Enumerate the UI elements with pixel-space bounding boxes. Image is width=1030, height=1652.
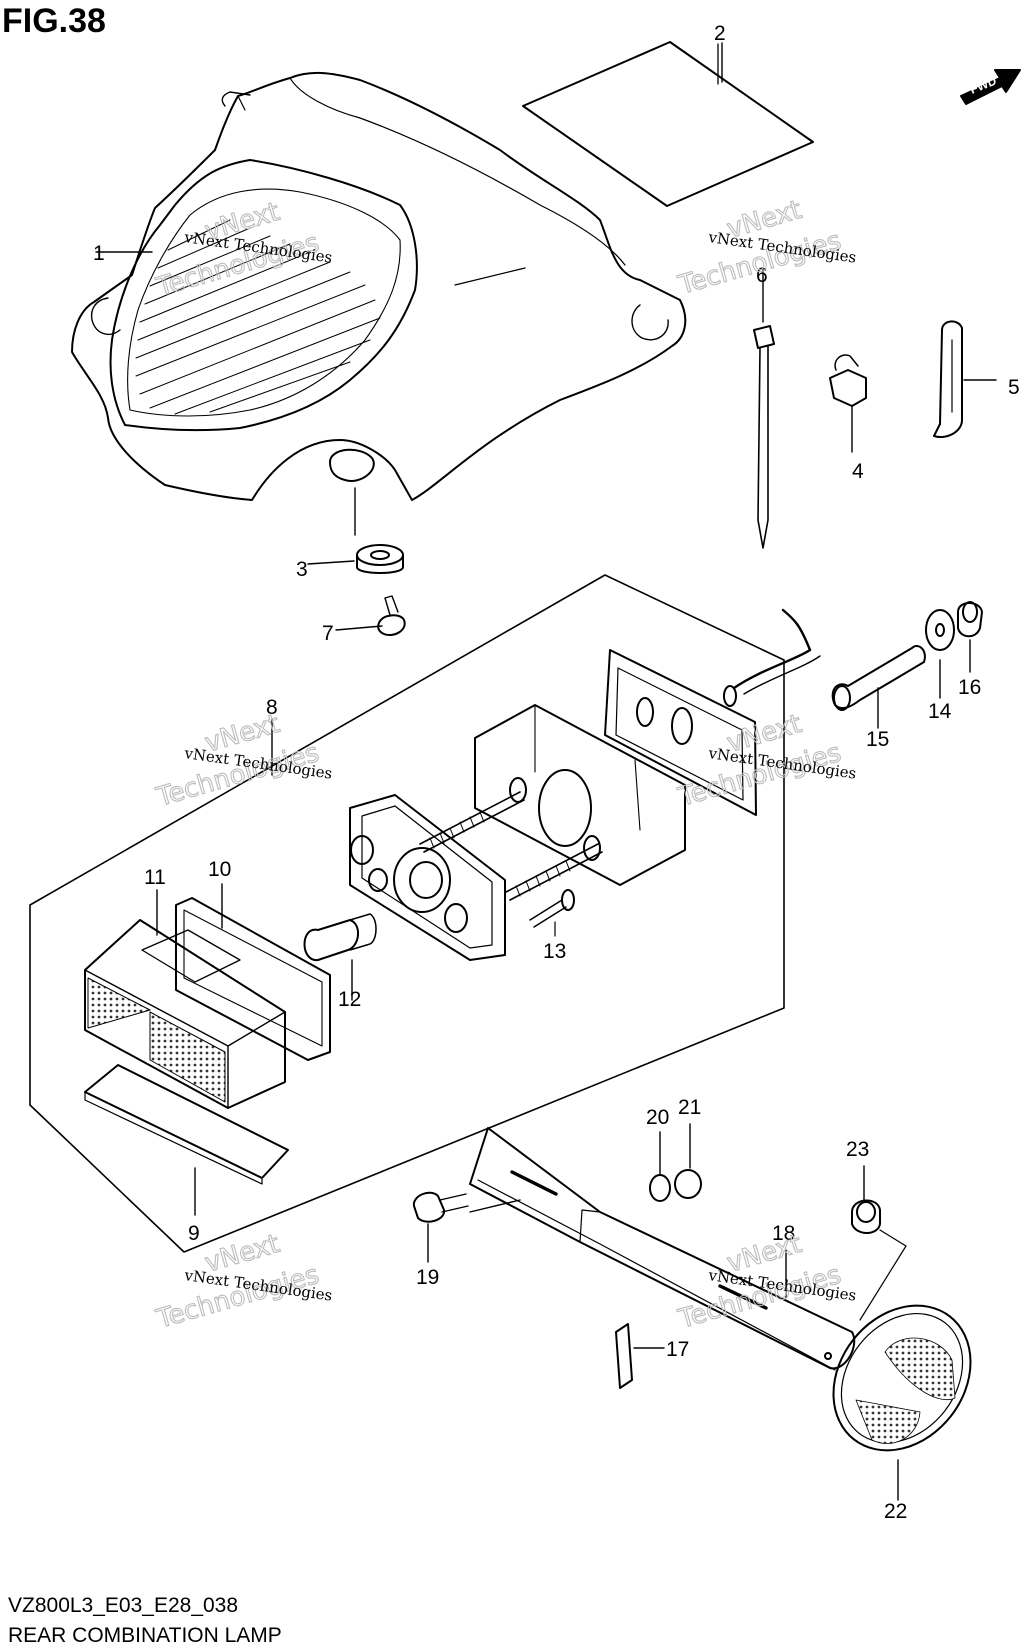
part-13-screw <box>530 890 574 936</box>
callout-1: 1 <box>93 242 105 265</box>
part-18-bracket <box>470 1128 854 1370</box>
callout-13: 13 <box>543 940 566 963</box>
callout-14: 14 <box>928 700 952 723</box>
callout-22: 22 <box>884 1500 907 1523</box>
part-2-label-sheet <box>523 42 813 206</box>
callout-10: 10 <box>208 858 231 881</box>
part-5-bracket <box>934 321 996 437</box>
callout-5: 5 <box>1008 376 1020 399</box>
assembly-frame <box>30 575 784 1252</box>
part-4-clamp <box>830 355 866 452</box>
callout-9: 9 <box>188 1222 200 1245</box>
long-screws <box>420 792 602 900</box>
watermark: Technologies vNext vNext Technologies <box>674 1228 857 1335</box>
part-1-lens-housing <box>72 73 685 535</box>
part-22-reflector <box>805 1278 999 1500</box>
callout-8: 8 <box>266 696 278 719</box>
part-16-nut <box>958 602 982 672</box>
callout-3: 3 <box>296 558 308 581</box>
lamp-base-plate <box>350 795 505 960</box>
part-9-plate <box>85 1065 288 1215</box>
lamp-base-gasket <box>605 650 756 815</box>
figure-title: FIG.38 <box>2 2 106 40</box>
callout-21: 21 <box>678 1096 701 1119</box>
part-19-bolt <box>414 1193 468 1262</box>
callout-12: 12 <box>338 988 361 1011</box>
watermark: Technologies vNext vNext Technologies <box>152 1228 333 1335</box>
lens-ribs <box>136 220 380 414</box>
callout-17: 17 <box>666 1338 689 1361</box>
part-23-nut <box>852 1166 906 1320</box>
callout-16: 16 <box>958 676 981 699</box>
watermarks: Technologies vNext vNext Technologies Te… <box>152 194 857 1335</box>
callout-23: 23 <box>846 1138 869 1161</box>
part-12-bulb <box>305 914 377 1000</box>
part-11-lens <box>85 890 285 1108</box>
part-20-washer <box>650 1132 670 1201</box>
part-14-washer <box>926 610 954 698</box>
part-10-lens-gasket <box>176 884 330 1060</box>
watermark: Technologies vNext vNext Technologies <box>152 708 333 813</box>
watermark: Technologies vNext vNext Technologies <box>674 708 857 813</box>
part-15-spacer <box>833 646 925 728</box>
forward-arrow-icon: FWD <box>961 70 1020 104</box>
callout-4: 4 <box>852 460 864 483</box>
model-code: VZ800L3_E03_E28_038 <box>8 1594 239 1617</box>
callout-20: 20 <box>646 1106 669 1129</box>
diagram-caption: REAR COMBINATION LAMP <box>8 1624 282 1647</box>
callouts: 1 2 3 4 5 6 7 8 9 10 11 12 13 14 15 16 1… <box>93 22 1020 1523</box>
wiring-harness <box>724 610 820 706</box>
part-3-grommet <box>308 545 403 573</box>
callout-11: 11 <box>144 866 166 889</box>
callout-15: 15 <box>866 728 889 751</box>
part-7-screw <box>336 596 405 635</box>
callout-19: 19 <box>416 1266 439 1289</box>
callout-7: 7 <box>322 622 334 645</box>
part-21-nut <box>675 1124 701 1198</box>
watermark: Technologies vNext vNext Technologies <box>152 196 333 303</box>
callout-18: 18 <box>772 1222 795 1245</box>
callout-6: 6 <box>756 264 768 287</box>
lamp-socket-body <box>475 705 685 885</box>
callout-2: 2 <box>714 22 726 45</box>
part-6-cable-tie <box>754 270 774 548</box>
part-17-clip <box>616 1324 664 1388</box>
